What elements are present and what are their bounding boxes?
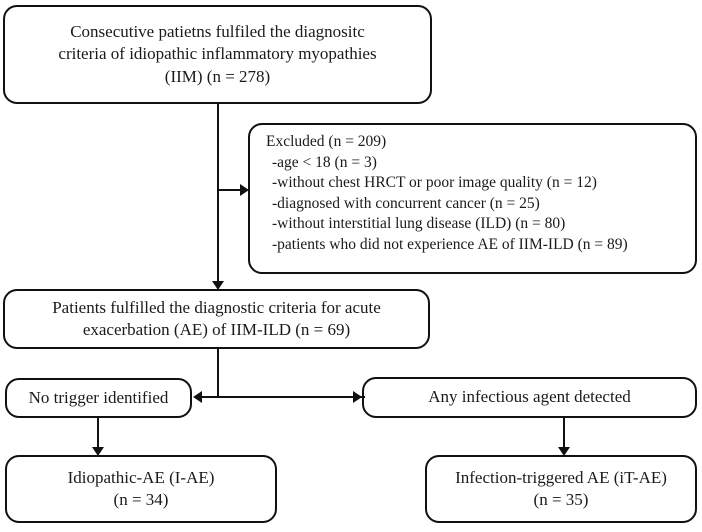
connector-split-bar bbox=[199, 396, 365, 399]
infection-triggered-ae-box: Infection-triggered AE (iT-AE) (n = 35) bbox=[425, 455, 697, 523]
excluded-item-3: -diagnosed with concurrent cancer (n = 2… bbox=[272, 194, 540, 212]
enrollment-line-3: (IIM) (n = 278) bbox=[164, 66, 271, 86]
connector-no-trigger-to-idiopathic bbox=[97, 418, 100, 451]
excluded-box: Excluded (n = 209) -age < 18 (n = 3) -wi… bbox=[248, 123, 697, 274]
idiopathic-ae-box: Idiopathic-AE (I-AE) (n = 34) bbox=[5, 455, 277, 523]
arrowhead-infection-triggered-ae bbox=[558, 447, 570, 456]
idiopathic-ae-line-2: (n = 34) bbox=[113, 490, 169, 509]
infection-triggered-ae-line-1: Infection-triggered AE (iT-AE) bbox=[455, 467, 667, 487]
infectious-agent-box: Any infectious agent detected bbox=[362, 377, 697, 418]
excluded-item-5: -patients who did not experience AE of I… bbox=[272, 236, 628, 254]
excluded-item-1: -age < 18 (n = 3) bbox=[272, 153, 377, 171]
arrowhead-included bbox=[212, 281, 224, 290]
connector-enrollment-to-included bbox=[217, 104, 220, 285]
infectious-agent-label: Any infectious agent detected bbox=[428, 387, 631, 407]
excluded-item-2: -without chest HRCT or poor image qualit… bbox=[272, 174, 597, 192]
excluded-item-4: -without interstitial lung disease (ILD)… bbox=[272, 215, 566, 233]
infection-triggered-ae-line-2: (n = 35) bbox=[533, 490, 589, 509]
arrowhead-excluded bbox=[240, 184, 249, 196]
connector-included-to-split bbox=[217, 349, 220, 398]
included-box: Patients fulfilled the diagnostic criter… bbox=[3, 289, 430, 349]
arrowhead-no-trigger bbox=[193, 391, 202, 403]
no-trigger-box: No trigger identified bbox=[5, 378, 192, 418]
excluded-heading: Excluded (n = 209) bbox=[266, 133, 387, 150]
enrollment-box: Consecutive patietns fulfiled the diagno… bbox=[3, 5, 432, 104]
arrowhead-idiopathic-ae bbox=[92, 447, 104, 456]
enrollment-line-1: Consecutive patietns fulfiled the diagno… bbox=[70, 22, 365, 42]
connector-infectious-to-infection-triggered bbox=[563, 418, 566, 451]
no-trigger-label: No trigger identified bbox=[28, 387, 169, 407]
included-line-1: Patients fulfilled the diagnostic criter… bbox=[52, 297, 381, 317]
idiopathic-ae-line-1: Idiopathic-AE (I-AE) bbox=[67, 467, 215, 487]
included-line-2: exacerbation (AE) of IIM-ILD (n = 69) bbox=[82, 320, 351, 339]
arrowhead-infectious-agent bbox=[353, 391, 362, 403]
enrollment-line-2: criteria of idiopathic inflammatory myop… bbox=[58, 44, 377, 64]
connector-trunk-to-excluded bbox=[217, 189, 243, 192]
